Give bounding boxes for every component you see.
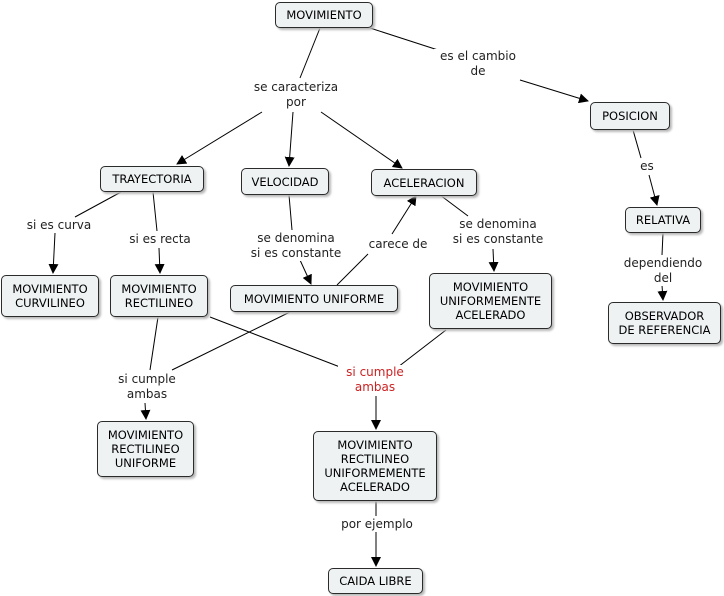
link-acelerado-ambas2	[397, 329, 447, 368]
node-observador-de-referencia[interactable]: OBSERVADOR DE REFERENCIA	[608, 302, 721, 344]
label-por-ejemplo: por ejemplo	[334, 517, 420, 532]
link-curva-curvilineo	[48, 232, 59, 274]
link-cambio-posicion	[519, 79, 589, 104]
label-es: es	[634, 159, 660, 174]
label-si-es-curva: si es curva	[20, 218, 98, 233]
link-carece-aceleracion	[391, 195, 417, 235]
link-uniforme-ambas1	[171, 311, 291, 371]
node-movimiento-rectilineo-uniformemente-acelerado[interactable]: MOVIMIENTO RECTILINEO UNIFORMEMENTE ACEL…	[313, 431, 437, 501]
link-movimiento-cambio	[369, 27, 439, 51]
link-denomina-acelerado	[488, 248, 499, 272]
link-caracteriza-aceleracion	[320, 111, 403, 169]
node-posicion[interactable]: POSICION	[590, 102, 670, 130]
node-movimiento-uniforme[interactable]: MOVIMIENTO UNIFORME	[230, 285, 398, 312]
link-rectilineo-ambas1	[149, 316, 159, 371]
link-relativa-dependiendo	[661, 232, 664, 256]
node-movimiento-curvilineo[interactable]: MOVIMIENTO CURVILINEO	[1, 275, 99, 317]
label-si-cumple-ambas: si cumple ambas	[110, 372, 184, 402]
link-es-relativa	[648, 174, 660, 206]
label-se-denomina-velocidad: se denomina si es constante	[242, 231, 350, 261]
label-si-cumple-ambas-highlight: si cumple ambas	[338, 365, 412, 395]
link-rectilineo-ambas2	[209, 316, 341, 368]
label-dependiendo-del: dependiendo del	[617, 256, 709, 286]
node-movimiento[interactable]: MOVIMIENTO	[275, 2, 373, 28]
link-ambas1-mru	[140, 402, 151, 420]
node-caida-libre[interactable]: CAIDA LIBRE	[328, 568, 423, 594]
link-posicion-es	[632, 129, 642, 159]
node-relativa[interactable]: RELATIVA	[625, 207, 701, 233]
label-si-es-recta: si es recta	[122, 232, 198, 247]
node-movimiento-rectilineo-uniforme[interactable]: MOVIMIENTO RECTILINEO UNIFORME	[97, 421, 194, 477]
link-uniforme-carece	[336, 253, 369, 286]
label-se-caracteriza-por: se caracteriza por	[247, 80, 345, 110]
link-aceleracion-denomina	[439, 194, 469, 217]
node-movimiento-uniformemente-acelerado[interactable]: MOVIMIENTO UNIFORMEMENTE ACELERADO	[429, 273, 552, 329]
link-velocidad-denomina	[288, 194, 293, 231]
link-denomina-uniforme	[299, 259, 312, 285]
label-se-denomina-aceleracion: se denomina si es constante	[444, 217, 552, 247]
link-caracteriza-trayectoria	[176, 111, 263, 165]
link-recta-rectilineo	[154, 247, 165, 274]
node-trayectoria[interactable]: TRAYECTORIA	[100, 166, 204, 192]
label-carece-de: carece de	[362, 237, 434, 252]
node-velocidad[interactable]: VELOCIDAD	[241, 168, 329, 195]
link-trayectoria-curva	[74, 191, 122, 218]
node-aceleracion[interactable]: ACELERACION	[371, 169, 477, 196]
link-dependiendo-observador	[657, 284, 668, 301]
link-movimiento-caracteriza	[299, 27, 321, 79]
node-movimiento-rectilineo[interactable]: MOVIMIENTO RECTILINEO	[110, 275, 208, 317]
link-caracteriza-velocidad	[284, 111, 295, 167]
label-es-el-cambio-de: es el cambio de	[434, 49, 522, 79]
link-trayectoria-recta	[152, 191, 158, 232]
